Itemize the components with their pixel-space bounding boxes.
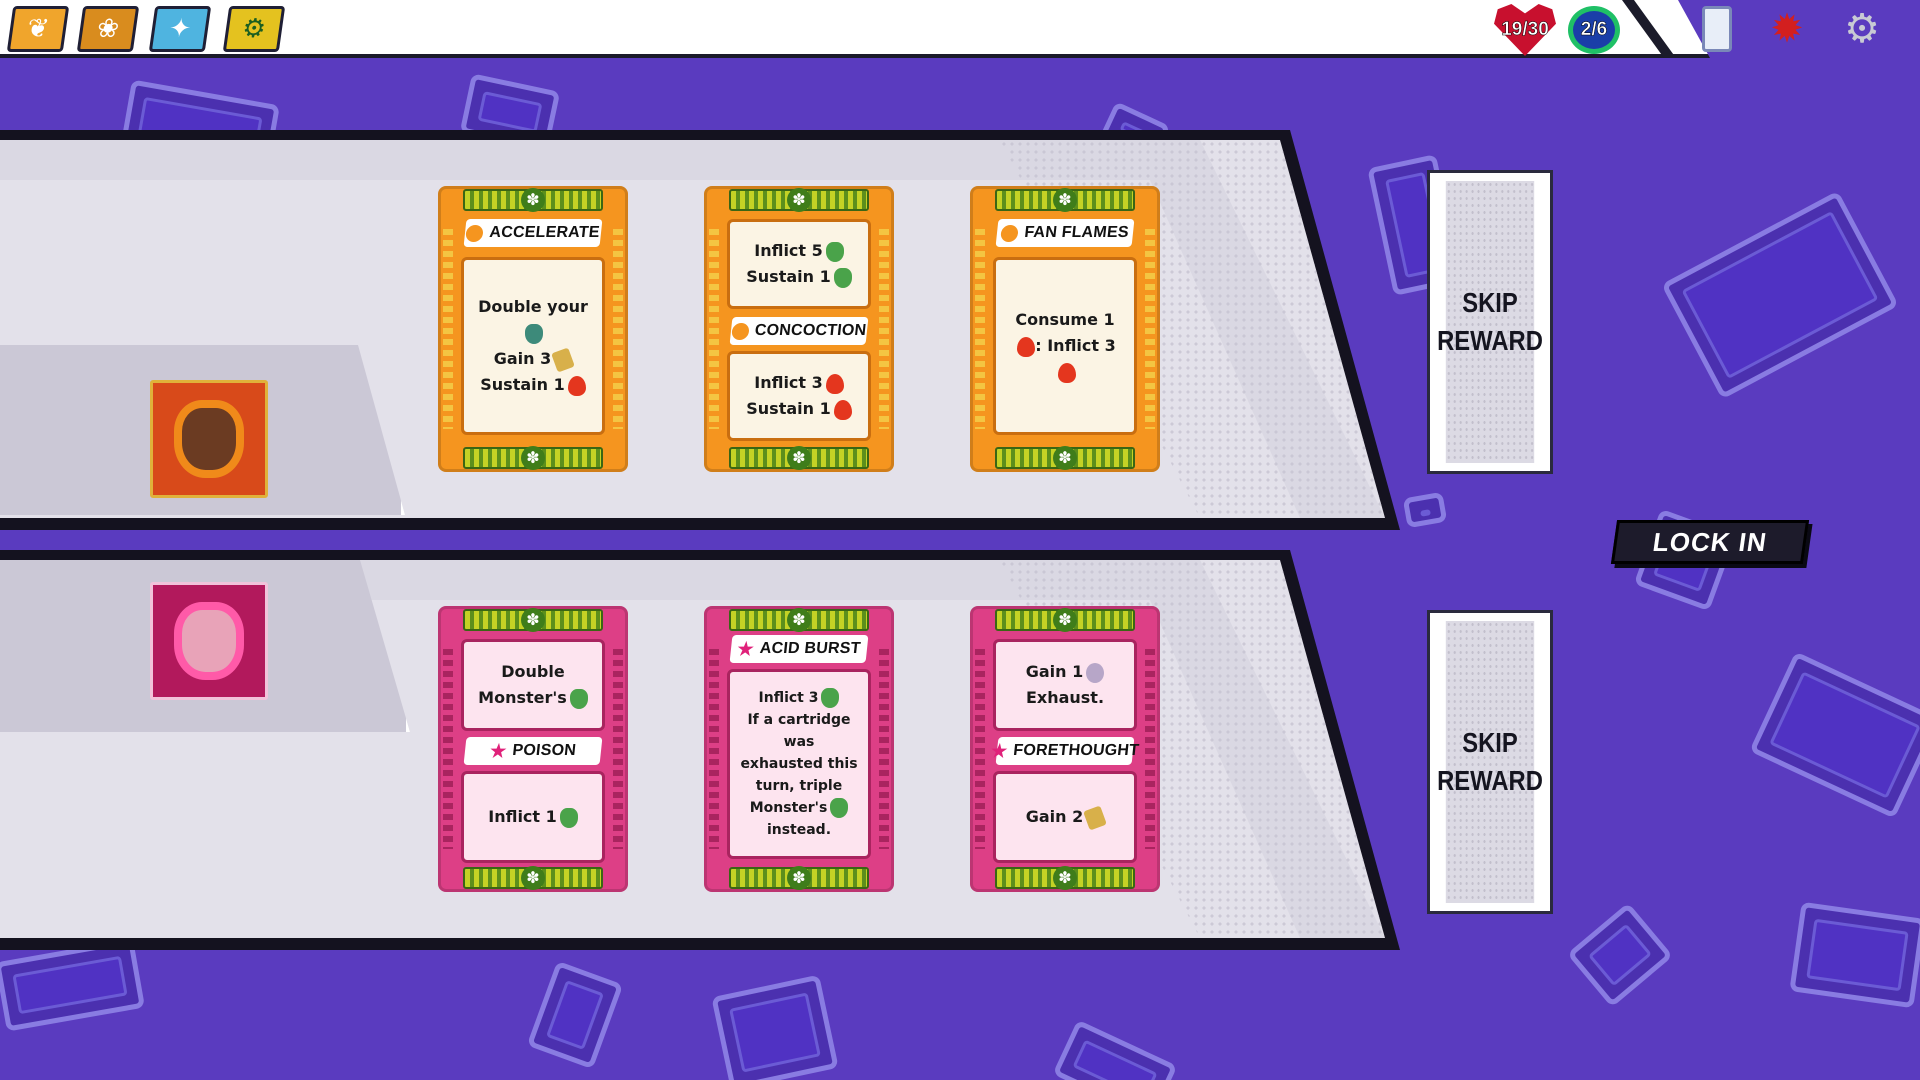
card-text-top: Double Monster's	[461, 639, 605, 731]
hero-face	[174, 400, 244, 478]
deck-progress-value: 2/6	[1580, 19, 1608, 41]
slime-icon	[825, 241, 844, 262]
background-cartridge	[526, 960, 624, 1070]
pink-hero-portrait	[150, 582, 268, 700]
card-text: Consume 1 : Inflict 3	[993, 257, 1137, 435]
card-text-top: Gain 1 Exhaust.	[993, 639, 1137, 731]
reward-label: REWARD	[1437, 325, 1543, 356]
shield-icon	[525, 323, 544, 344]
background-cartridge	[1749, 651, 1920, 819]
card-text: Double your Gain 3 Sustain 1	[461, 257, 605, 435]
orange-hero-portrait	[150, 380, 268, 498]
background-cartridge	[1661, 190, 1899, 400]
background-cartridge	[711, 974, 839, 1080]
fire-icon	[567, 375, 586, 396]
card-text: Inflict 3 If a cartridge was exhausted t…	[727, 669, 871, 859]
deck-icon[interactable]	[1700, 6, 1734, 52]
reward-card[interactable]: ✽ ✽ FAN FLAMES Consume 1 : Inflict 3	[970, 186, 1160, 472]
card-title: CONCOCTION	[729, 317, 869, 345]
bug-icon[interactable]: ✹	[1770, 6, 1804, 52]
atom-icon: ✽	[521, 608, 545, 632]
progress-ring-icon	[1568, 6, 1620, 54]
gear-relic-icon[interactable]: ⚙	[222, 6, 286, 52]
fire-icon	[1057, 362, 1076, 383]
atom-icon: ✽	[787, 608, 811, 632]
card-title: ★ POISON	[463, 737, 603, 765]
background-cartridge	[1789, 901, 1920, 1009]
hand-icon	[551, 347, 576, 372]
reward-card[interactable]: ✽ ✽ ACCELERATE Double your Gain 3 Sustai…	[438, 186, 628, 472]
card-text-top: Inflict 5 Sustain 1	[727, 219, 871, 309]
feather-relic-icon[interactable]: ❦	[6, 6, 70, 52]
fire-icon	[825, 373, 844, 394]
card-text-bottom: Gain 2	[993, 771, 1137, 863]
atom-icon: ✽	[787, 188, 811, 212]
slime-icon	[559, 807, 578, 828]
atom-icon: ✽	[521, 446, 545, 470]
reward-card[interactable]: ✽ ✽ Gain 1 Exhaust. ★ FORETHOUGHT Gain 2	[970, 606, 1160, 892]
slime-icon	[821, 688, 840, 708]
skip-label: SKIP	[1462, 287, 1518, 318]
background-cartridge	[1566, 902, 1674, 1008]
slime-icon	[569, 688, 588, 709]
energy-icon	[465, 224, 485, 242]
settings-icon[interactable]: ⚙	[1844, 6, 1880, 52]
reward-card[interactable]: ✽ ✽ Double Monster's ★ POISON Inflict 1	[438, 606, 628, 892]
top-bar: ❦ ❀ ✦ ⚙ 19/30 2/6 ✹ ⚙	[0, 0, 1920, 58]
card-title: ★ ACID BURST	[729, 635, 869, 663]
health-counter: 19/30	[1494, 4, 1556, 56]
topbar-divider	[1622, 0, 1676, 58]
skip-reward-button[interactable]: SKIP REWARD	[1427, 170, 1553, 474]
card-title: ★ FORETHOUGHT	[990, 737, 1140, 765]
skip-reward-button[interactable]: SKIP REWARD	[1427, 610, 1553, 914]
lock-in-button[interactable]: LOCK IN	[1610, 520, 1810, 564]
atom-icon: ✽	[787, 446, 811, 470]
atom-icon: ✽	[521, 866, 545, 890]
fire-icon	[833, 399, 852, 420]
hand-icon	[1083, 805, 1108, 830]
atom-icon: ✽	[787, 866, 811, 890]
background-cartridge	[0, 938, 146, 1032]
lotus-relic-icon[interactable]: ❀	[76, 6, 140, 52]
energy-icon	[1000, 224, 1020, 242]
star-icon: ★	[989, 741, 1009, 761]
background-cartridge	[1052, 1019, 1178, 1080]
reward-card[interactable]: ✽ ✽ ★ ACID BURST Inflict 3 If a cartridg…	[704, 606, 894, 892]
fire-icon	[1017, 336, 1036, 357]
deck-progress-counter: 2/6	[1566, 4, 1622, 56]
slime-icon	[833, 267, 852, 288]
card-text-bottom: Inflict 3 Sustain 1	[727, 351, 871, 441]
atom-icon: ✽	[1053, 446, 1077, 470]
star-icon: ★	[489, 741, 508, 761]
reward-card[interactable]: ✽ ✽ Inflict 5 Sustain 1 CONCOCTION Infli…	[704, 186, 894, 472]
background-cartridge	[1402, 491, 1448, 529]
atom-icon: ✽	[1053, 188, 1077, 212]
star-icon: ★	[736, 639, 755, 659]
crystal-relic-icon[interactable]: ✦	[148, 6, 212, 52]
atom-icon: ✽	[521, 188, 545, 212]
health-value: 19/30	[1501, 19, 1549, 41]
reward-label: REWARD	[1437, 765, 1543, 796]
atom-icon: ✽	[1053, 866, 1077, 890]
hero-face	[174, 602, 244, 680]
fingerprint-icon	[1086, 662, 1105, 683]
slime-icon	[830, 798, 849, 818]
atom-icon: ✽	[1053, 608, 1077, 632]
energy-icon	[730, 322, 750, 340]
skip-label: SKIP	[1462, 727, 1518, 758]
card-title: FAN FLAMES	[995, 219, 1135, 247]
card-title: ACCELERATE	[463, 219, 603, 247]
card-text-bottom: Inflict 1	[461, 771, 605, 863]
